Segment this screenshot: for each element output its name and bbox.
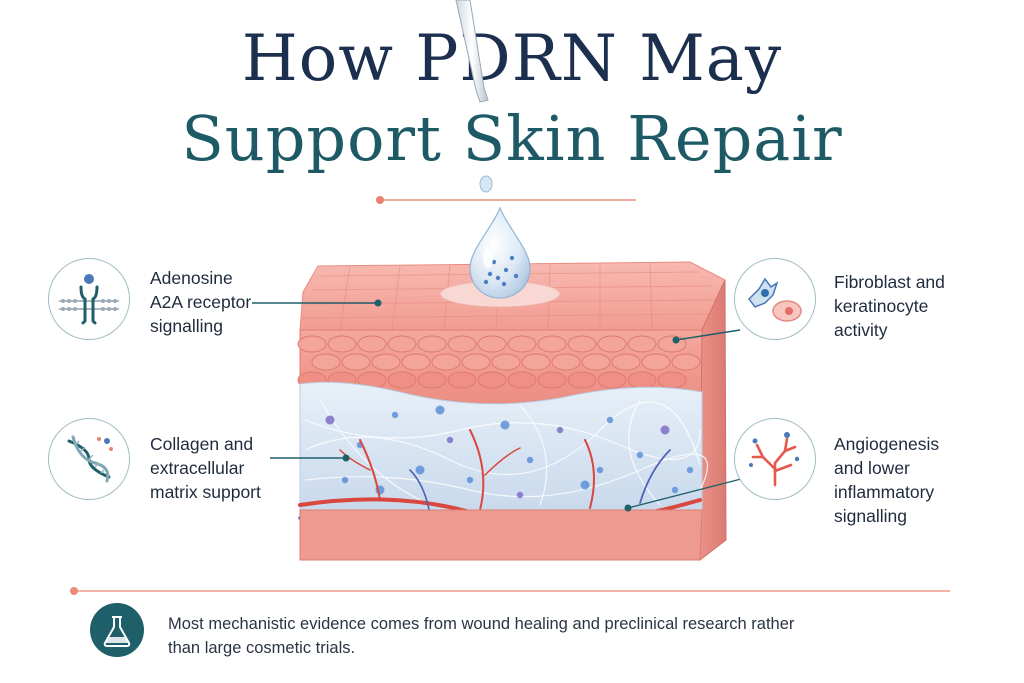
leader-dots	[342, 299, 680, 512]
fibroblast-callout-icon-circle	[734, 258, 816, 340]
title-divider-dot	[376, 196, 384, 204]
falling-droplet	[479, 175, 493, 193]
collagen-callout-label: Collagen and extracellular matrix suppor…	[150, 434, 261, 502]
angiogenesis-callout-label: Angiogenesis and lower inflammatory sign…	[834, 434, 940, 526]
blood-vessel-icon	[749, 432, 800, 487]
footnote-text: Most mechanistic evidence comes from wou…	[168, 615, 795, 657]
fibroblast-callout-label: Fibroblast and keratinocyte activity	[834, 272, 945, 340]
dna-helix-icon	[67, 435, 113, 483]
pdrn-droplet	[469, 206, 531, 299]
receptor-icon	[59, 274, 119, 325]
adenosine-callout-icon-circle	[48, 258, 130, 340]
skin-cross-section-diagram	[252, 0, 746, 562]
footer-divider-dot	[70, 587, 78, 595]
angiogenesis-callout-icon-circle	[734, 418, 816, 500]
title-divider	[380, 199, 636, 201]
pipette	[455, 0, 489, 103]
lab-flask-icon	[103, 616, 131, 647]
collagen-fibers	[304, 399, 709, 506]
leader-lines	[252, 302, 746, 509]
epidermal-cells	[297, 335, 701, 389]
title-line-1: How PDRN May	[241, 22, 783, 96]
collagen-callout-icon-circle	[48, 418, 130, 500]
hypodermis-layer	[299, 509, 703, 561]
title-line-2: Support Skin Repair	[181, 102, 843, 175]
adenosine-callout-label: Adenosine A2A receptor signalling	[150, 268, 252, 336]
cells-icon	[748, 277, 802, 322]
footer-divider	[74, 590, 950, 592]
footnote-icon-circle	[90, 603, 144, 657]
